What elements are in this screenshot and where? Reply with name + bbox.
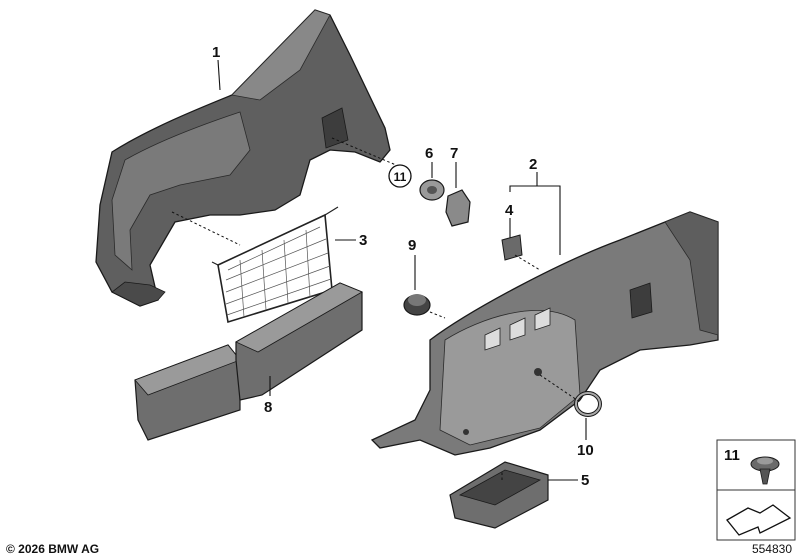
- legend-11-label: 11: [724, 447, 740, 464]
- callout-11-label: 11: [394, 170, 407, 184]
- part-9-grommet[interactable]: [403, 294, 431, 316]
- leader-lines: [171, 59, 587, 481]
- callout-1: 1: [212, 44, 220, 61]
- callout-4: 4: [505, 202, 514, 219]
- callout-8: 8: [264, 399, 272, 416]
- part-2-right-trim-panel[interactable]: [370, 211, 719, 456]
- part-6-nut[interactable]: [419, 179, 445, 201]
- callout-7: 7: [450, 145, 458, 162]
- legend-box: 11: [716, 439, 796, 541]
- part-5-tray[interactable]: [449, 461, 549, 529]
- part-8-storage-box[interactable]: [134, 282, 363, 441]
- page-arrow-icon: [726, 504, 792, 536]
- push-rivet-icon: [750, 456, 780, 485]
- callout-3: 3: [359, 232, 367, 249]
- callout-9: 9: [408, 237, 416, 254]
- callout-11-circle: 11: [388, 164, 412, 188]
- callout-2: 2: [529, 156, 537, 173]
- part-7-clip[interactable]: [445, 189, 471, 227]
- part-10-ring[interactable]: [574, 391, 602, 417]
- part-4-bracket[interactable]: [501, 234, 523, 261]
- callout-6: 6: [425, 145, 433, 162]
- copyright-text: © 2026 BMW AG: [6, 542, 100, 556]
- diagram-number: 554830: [751, 542, 792, 556]
- part-1-left-trim-panel[interactable]: [95, 9, 391, 307]
- callout-5: 5: [581, 472, 589, 489]
- callout-10: 10: [577, 442, 594, 459]
